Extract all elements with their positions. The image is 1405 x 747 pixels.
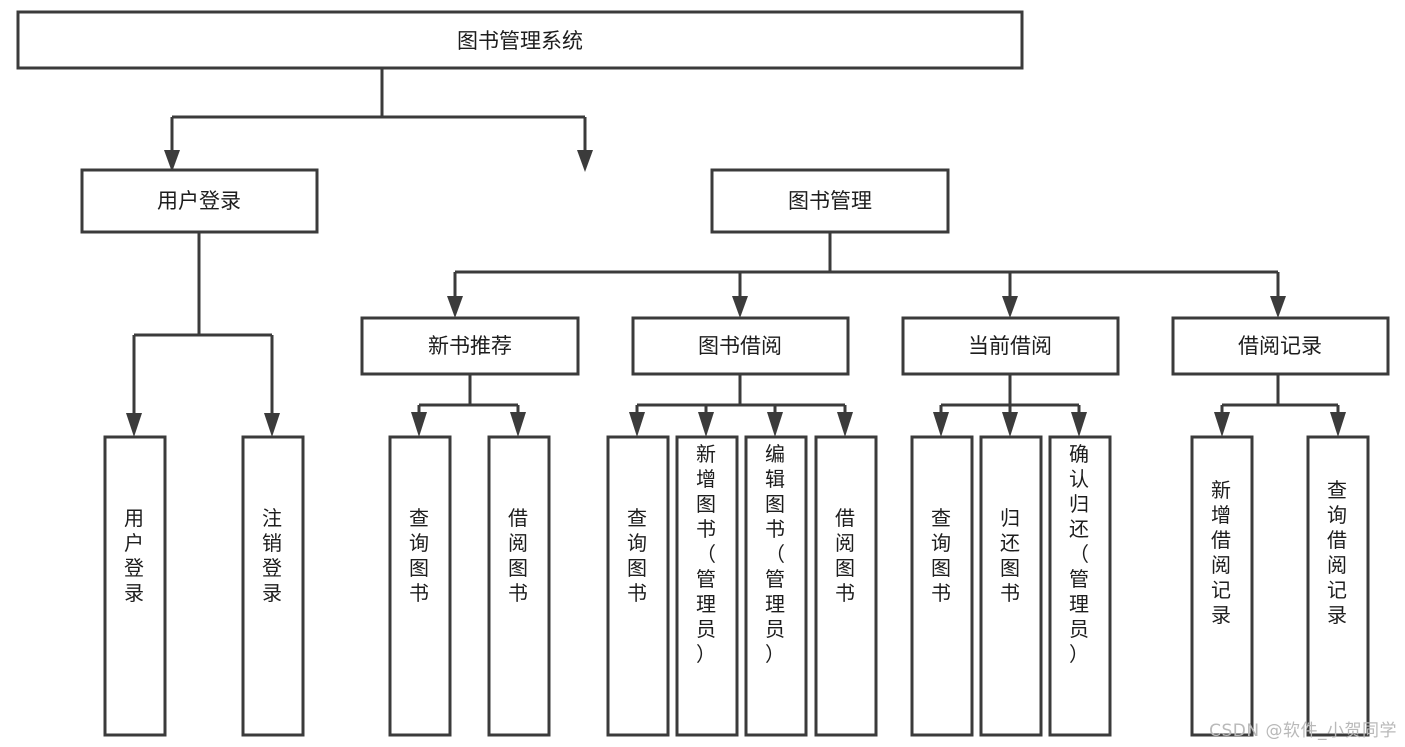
node-box-borrow-record (1171, 316, 1390, 376)
connector-group-borrow-record (1214, 374, 1346, 437)
node-label-book-borrow: 图书借阅 (698, 334, 782, 358)
leaf-label-confirm-return-admin: 确认归还（管理员） (1069, 442, 1089, 666)
leaf-node-borrow-book[interactable]: 借阅图书 (814, 435, 878, 737)
node-label-user-login: 用户登录 (157, 189, 241, 213)
node-current-borrow[interactable]: 当前借阅 (901, 316, 1120, 376)
leaf-node-confirm-return-admin[interactable]: 确认归还（管理员） (1048, 435, 1112, 737)
leaf-label-query-book-current: 查询图书 (931, 506, 951, 605)
node-box-book-management (710, 168, 950, 234)
node-box-new-book-recommend (360, 316, 580, 376)
connector-group-book-mgmt (447, 232, 1286, 318)
leaf-label-borrow-book: 借阅图书 (835, 506, 855, 605)
arrow-head-newbook-leaf-2 (510, 412, 526, 437)
leaf-node-user-login[interactable]: 用户登录 (103, 435, 167, 737)
arrow-head-current-leaf-1 (933, 412, 949, 437)
leaf-node-logout[interactable]: 注销登录 (241, 435, 305, 737)
arrow-head-user-leaf-2 (264, 413, 280, 437)
node-label-root: 图书管理系统 (457, 29, 583, 53)
leaf-node-query-book-borrow[interactable]: 查询图书 (606, 435, 670, 737)
leaf-label-logout: 注销登录 (262, 506, 282, 605)
leaf-label-query-book-new: 查询图书 (409, 506, 429, 605)
arrow-head-borrow-leaf-4 (837, 412, 853, 437)
arrow-head-user-leaf-1 (126, 413, 142, 437)
node-root-system[interactable]: 图书管理系统 (16, 10, 1024, 70)
leaf-node-return-book[interactable]: 归还图书 (979, 435, 1043, 737)
arrow-head-l2-4 (1270, 296, 1286, 318)
connector-group-root (164, 68, 593, 172)
arrow-head-l2-3 (1002, 296, 1018, 318)
node-book-management[interactable]: 图书管理 (710, 168, 950, 234)
leaf-label-add-borrow-record: 新增借阅记录 (1211, 478, 1231, 627)
leaf-box-query-book-new (388, 435, 452, 737)
leaf-box-return-book (979, 435, 1043, 737)
leaf-label-edit-book-admin: 编辑图书（管理员） (765, 442, 785, 666)
arrow-head-current-leaf-2 (1002, 412, 1018, 437)
arrow-head-current-leaf-3 (1071, 412, 1087, 437)
leaf-box-edit-book-admin (744, 435, 808, 737)
arrow-head-record-leaf-1 (1214, 412, 1230, 437)
node-box-user-login (80, 168, 319, 234)
leaf-box-confirm-return-admin (1048, 435, 1112, 737)
arrow-head-newbook-leaf-1 (411, 412, 427, 437)
arrow-head-record-leaf-2 (1330, 412, 1346, 437)
arrow-head-borrow-leaf-3 (767, 412, 783, 437)
leaf-label-borrow-book-new: 借阅图书 (508, 506, 528, 605)
arrow-head-l2-2 (732, 296, 748, 318)
node-label-book-management: 图书管理 (788, 189, 872, 213)
leaf-node-borrow-book-new[interactable]: 借阅图书 (487, 435, 551, 737)
node-label-current-borrow: 当前借阅 (968, 334, 1052, 358)
leaf-label-return-book: 归还图书 (1000, 506, 1020, 605)
leaf-node-add-borrow-record[interactable]: 新增借阅记录 (1190, 435, 1254, 737)
leaf-node-edit-book-admin[interactable]: 编辑图书（管理员） (744, 435, 808, 737)
node-box-current-borrow (901, 316, 1120, 376)
leaf-box-borrow-book (814, 435, 878, 737)
leaf-box-user-login (103, 435, 167, 737)
connector-group-book-borrow (629, 374, 853, 437)
connector-group-new-book (411, 374, 526, 437)
leaf-box-borrow-book-new (487, 435, 551, 737)
leaf-label-query-borrow-record: 查询借阅记录 (1327, 478, 1347, 627)
leaf-label-user-login: 用户登录 (124, 506, 144, 605)
node-label-borrow-record: 借阅记录 (1238, 334, 1322, 358)
leaf-node-query-book-new[interactable]: 查询图书 (388, 435, 452, 737)
node-box-book-borrow (631, 316, 850, 376)
node-borrow-record[interactable]: 借阅记录 (1171, 316, 1390, 376)
leaf-box-query-book-borrow (606, 435, 670, 737)
arrow-head-l2-1 (447, 296, 463, 318)
leaf-box-query-borrow-record (1306, 435, 1370, 737)
node-new-book-recommend[interactable]: 新书推荐 (360, 316, 580, 376)
arrow-head-root-to-user (164, 150, 180, 172)
arrow-head-root-to-book (577, 150, 593, 172)
arrow-head-borrow-leaf-1 (629, 412, 645, 437)
arrow-head-borrow-leaf-2 (698, 412, 714, 437)
leaf-label-add-book-admin: 新增图书（管理员） (696, 442, 716, 666)
connector-group-current-borrow (933, 374, 1087, 437)
leaf-node-query-borrow-record[interactable]: 查询借阅记录 (1306, 435, 1370, 737)
leaf-box-logout (241, 435, 305, 737)
node-label-new-book-recommend: 新书推荐 (428, 334, 512, 358)
leaf-node-query-book-current[interactable]: 查询图书 (910, 435, 974, 737)
leaf-node-add-book-admin[interactable]: 新增图书（管理员） (675, 435, 739, 737)
node-box-root (16, 10, 1024, 70)
node-user-login[interactable]: 用户登录 (80, 168, 319, 234)
leaf-label-query-book-borrow: 查询图书 (627, 506, 647, 605)
leaf-box-add-book-admin (675, 435, 739, 737)
leaf-box-add-borrow-record (1190, 435, 1254, 737)
node-book-borrow[interactable]: 图书借阅 (631, 316, 850, 376)
connector-group-user-login (126, 232, 280, 437)
leaf-box-query-book-current (910, 435, 974, 737)
